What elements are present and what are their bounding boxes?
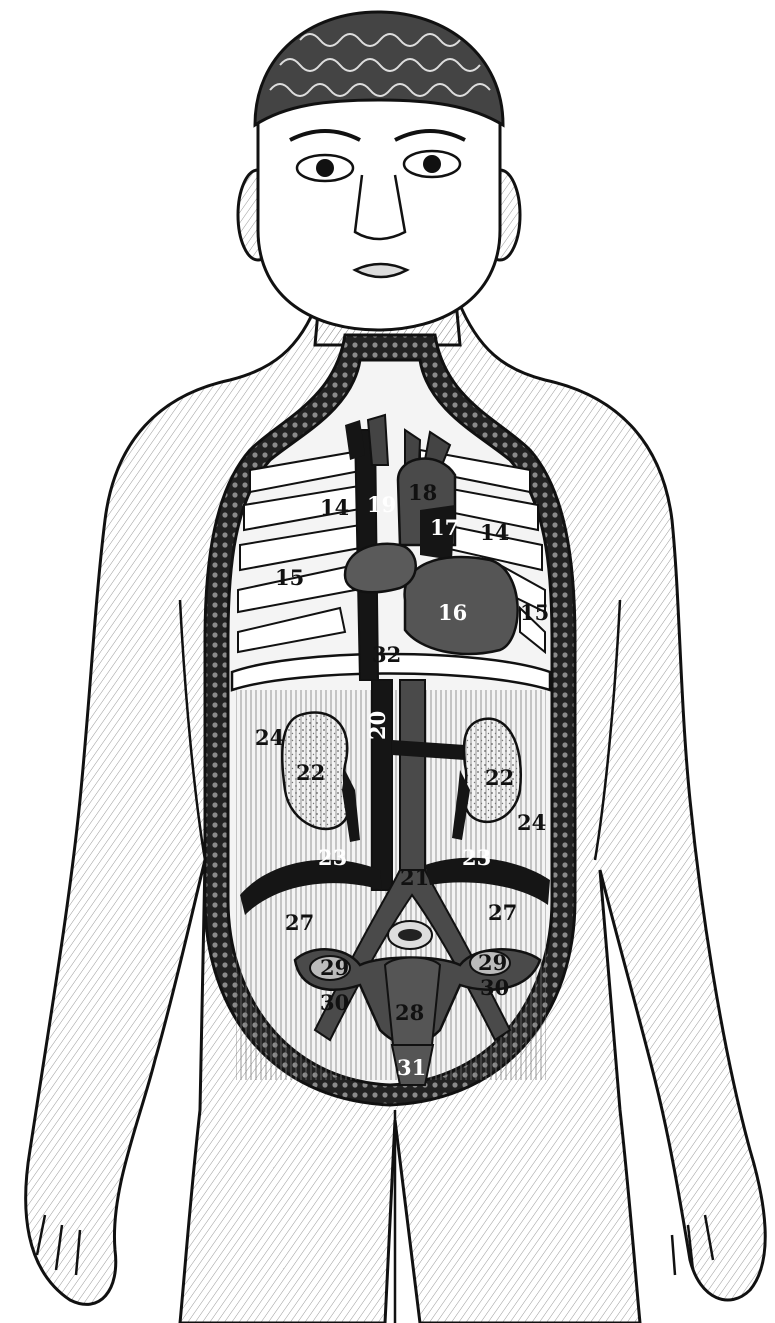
label-23-right: 23 bbox=[462, 845, 491, 870]
label-30-right: 30 bbox=[480, 975, 509, 1000]
label-14-left: 14 bbox=[320, 495, 349, 520]
label-28: 28 bbox=[395, 1000, 424, 1025]
left-pupil bbox=[316, 159, 334, 177]
label-22-right: 22 bbox=[485, 765, 514, 790]
label-24-left: 24 bbox=[255, 725, 284, 750]
vertebra-canal bbox=[398, 929, 422, 941]
label-17: 17 bbox=[430, 515, 459, 540]
right-pupil bbox=[423, 155, 441, 173]
label-21: 21 bbox=[400, 865, 429, 890]
label-30-left: 30 bbox=[320, 990, 349, 1015]
label-32: 32 bbox=[372, 642, 401, 667]
head bbox=[238, 12, 520, 345]
label-20: 20 bbox=[365, 711, 390, 740]
label-31: 31 bbox=[397, 1055, 426, 1080]
label-14-right: 14 bbox=[480, 520, 509, 545]
label-19: 19 bbox=[367, 492, 396, 517]
label-22-left: 22 bbox=[296, 760, 325, 785]
label-16: 16 bbox=[438, 600, 467, 625]
label-24-right: 24 bbox=[517, 810, 546, 835]
label-23-left: 23 bbox=[318, 845, 347, 870]
abdominal-aorta bbox=[400, 680, 425, 870]
label-27-left: 27 bbox=[285, 910, 314, 935]
label-15-left: 15 bbox=[275, 565, 304, 590]
label-29-right: 29 bbox=[478, 950, 507, 975]
label-27-right: 27 bbox=[488, 900, 517, 925]
label-29-left: 29 bbox=[320, 955, 349, 980]
label-15-right: 15 bbox=[520, 600, 549, 625]
vessel-branch bbox=[368, 415, 388, 465]
label-18: 18 bbox=[408, 480, 437, 505]
